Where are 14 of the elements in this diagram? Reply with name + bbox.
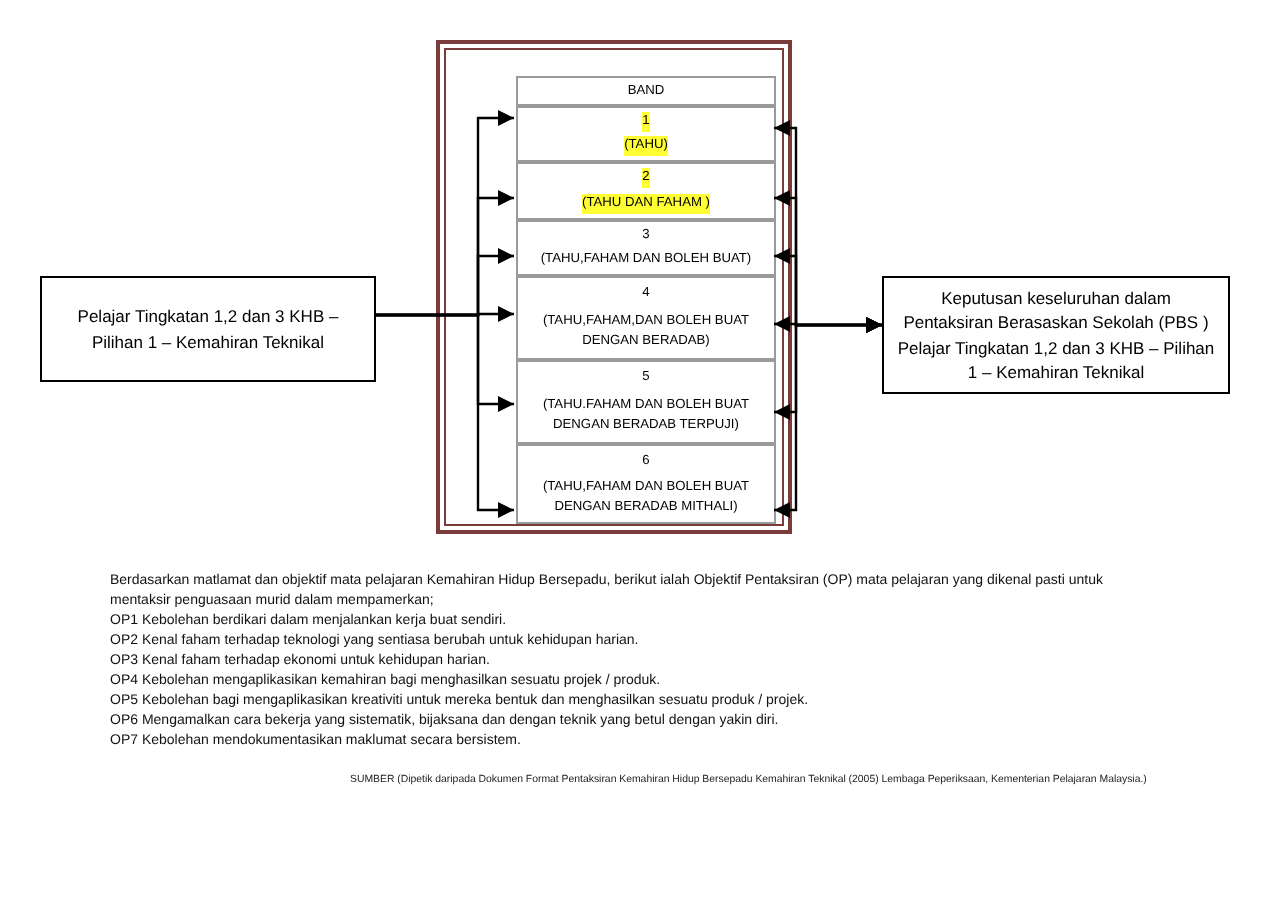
band-row	[516, 220, 776, 276]
band-row	[516, 444, 776, 524]
arrow	[774, 317, 882, 518]
process-box	[882, 276, 1230, 394]
arrow	[376, 313, 514, 518]
band-row	[516, 360, 776, 444]
band-row	[516, 276, 776, 360]
band-row	[516, 162, 776, 220]
box-text: Pelajar Tingkatan 1,2 dan 3 KHB – Pilihan 1 – Kemahiran Teknikal	[75, 304, 341, 354]
band-row	[516, 76, 776, 106]
band-row	[516, 106, 776, 162]
process-box	[40, 276, 376, 382]
frame	[438, 42, 790, 532]
box-text: Keputusan keseluruhan dalam Pentaksiran Berasaskan Sekolah (PBS ) Pelajar Tingkatan 1,2 dan 3 KHB – Pilihan 1 – Kemahiran Teknikal	[896, 285, 1216, 385]
